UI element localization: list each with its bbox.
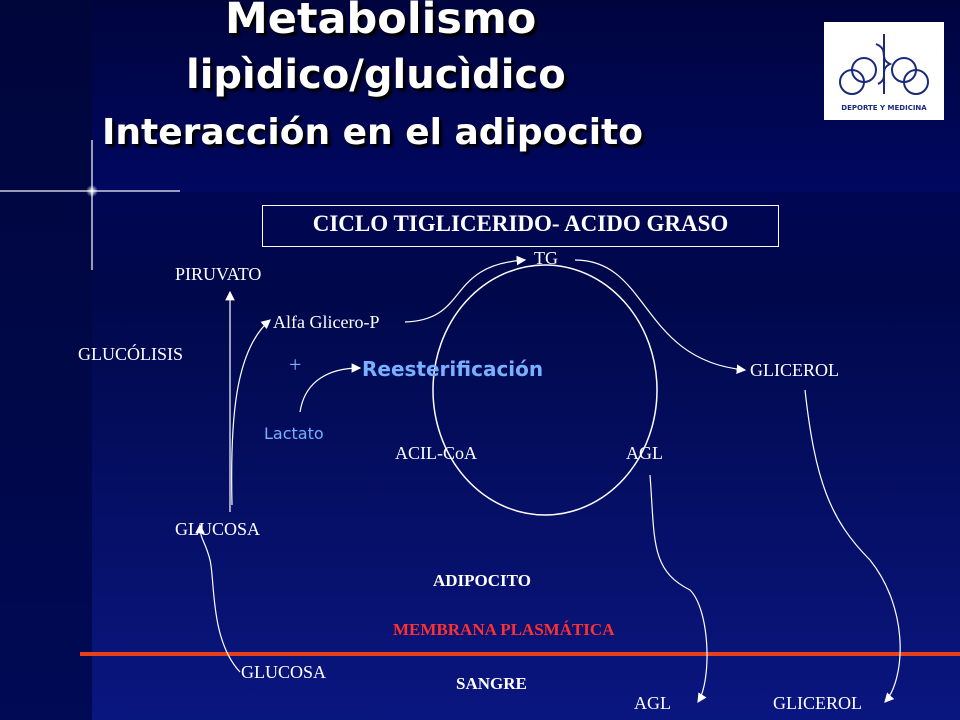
- arrow-lactato-to-reester: [299, 363, 362, 413]
- label-lactato: Lactato: [264, 424, 324, 443]
- label-glicerol-out: GLICEROL: [773, 693, 862, 713]
- logo-text: DEPORTE Y MEDICINA: [841, 104, 927, 112]
- label-glucosa-out: GLUCOSA: [241, 662, 327, 682]
- label-adipocito: ADIPOCITO: [433, 571, 531, 590]
- cycle-title: CICLO TIGLICERIDO- ACIDO GRASO: [312, 211, 729, 236]
- arrow-glicerol-out: [804, 389, 901, 703]
- label-agl-out: AGL: [634, 693, 671, 713]
- arrow-agl-out: [649, 474, 708, 704]
- label-sangre: SANGRE: [456, 674, 527, 693]
- label-glucolisis: GLUCÓLISIS: [78, 344, 184, 364]
- label-membrana: MEMBRANA PLASMÁTICA: [393, 620, 615, 639]
- label-agl-in: AGL: [626, 443, 663, 463]
- deporte-medicina-logo: DEPORTE Y MEDICINA: [824, 22, 944, 120]
- cycle-title-box: CICLO TIGLICERIDO- ACIDO GRASO: [262, 205, 779, 247]
- label-alfa-glicero-p: Alfa Glicero-P: [273, 312, 380, 332]
- label-reesterificacion: Reesterificación: [362, 357, 544, 381]
- label-piruvato: PIRUVATO: [175, 264, 262, 284]
- left-band: [0, 0, 92, 720]
- arrow-alfa-to-tg: [404, 255, 527, 323]
- arrow-tg-to-glicerol: [574, 259, 747, 374]
- title-band: [0, 0, 960, 192]
- plus-sign: +: [289, 352, 302, 377]
- label-tg: TG: [534, 248, 558, 268]
- cycle-circle: [432, 264, 658, 516]
- page-title-line1: Metabolismo: [225, 0, 537, 44]
- label-glucosa-in: GLUCOSA: [175, 519, 261, 539]
- label-acil-coa: ACIL-CoA: [395, 443, 477, 463]
- arrow-glucosa-to-alfa: [231, 319, 271, 506]
- caduceus-rings-icon: [839, 34, 929, 95]
- page-title-line2: lipìdico/glucìdico: [186, 52, 566, 98]
- arrow-glucosa-blood-to-cell: [195, 523, 241, 673]
- label-glicerol-in: GLICEROL: [750, 360, 839, 380]
- sparkle-decoration: [0, 140, 180, 270]
- page-subtitle: Interacción en el adipocito: [102, 112, 644, 153]
